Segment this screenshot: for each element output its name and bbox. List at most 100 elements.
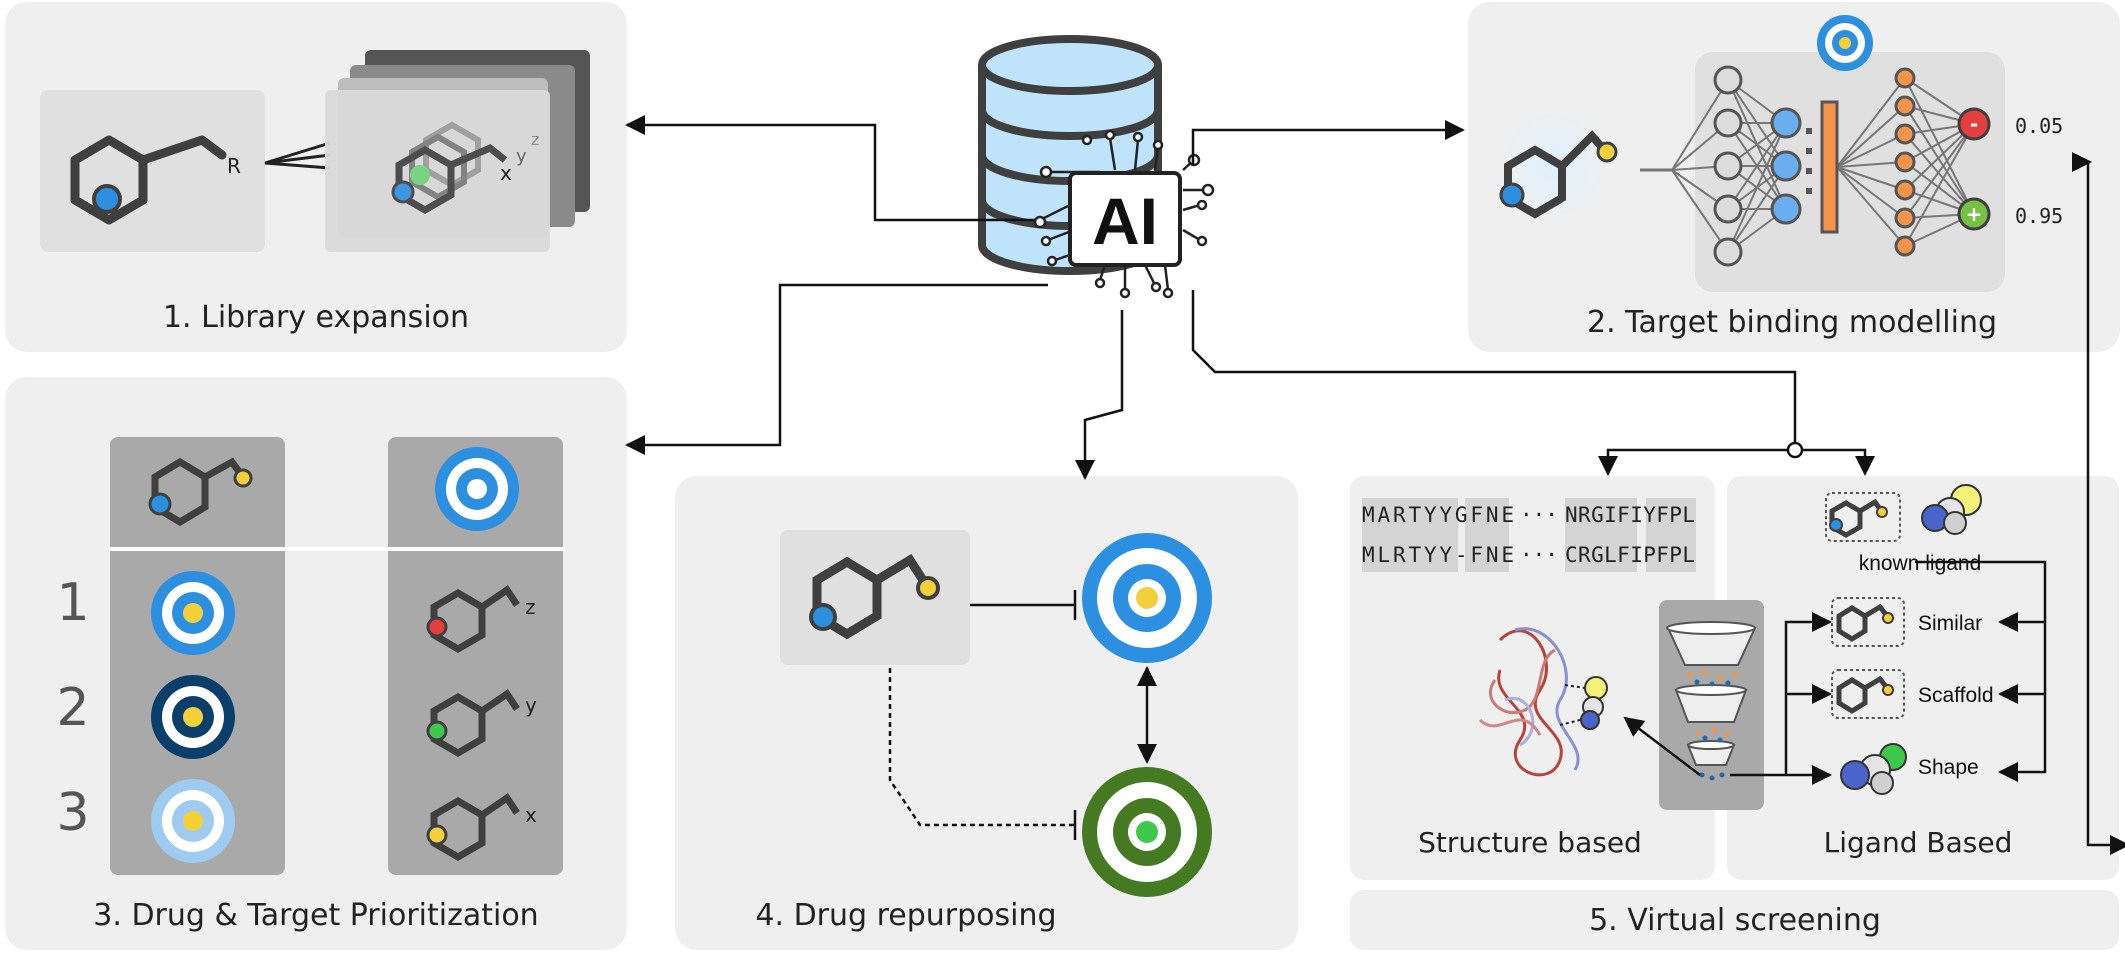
arrow-to-repurposing — [1075, 310, 1124, 480]
substituent-z: z — [525, 595, 536, 619]
drug-rank-2-icon — [426, 689, 520, 758]
panel-title-prioritization: 3. Drug & Target Prioritization — [93, 898, 538, 933]
drug-rank-3-icon — [426, 793, 520, 862]
svg-text:-: - — [1970, 112, 1978, 136]
network-edge — [1904, 123, 1975, 247]
target-rank-1 — [151, 571, 235, 655]
secondary-target-icon — [1082, 767, 1212, 897]
hidden-node — [1770, 107, 1802, 139]
output-value-positive: 0.95 — [2015, 204, 2063, 228]
network-edge — [1904, 123, 1975, 219]
input-node — [1713, 237, 1743, 267]
feedback-arrow — [2072, 152, 2125, 855]
structure-based-label: Structure based — [1418, 826, 1642, 859]
network-edge — [1836, 133, 1906, 168]
hidden-node — [1770, 150, 1802, 182]
input-node — [1713, 151, 1743, 181]
sequence-1-gap: ··· — [1520, 503, 1558, 527]
hidden-node — [1770, 193, 1802, 225]
target-binding-illustration: - + 0.05 0.95 — [1495, 15, 2063, 292]
sequence-2-right: CRGLFIPFPL — [1565, 543, 1695, 567]
input-node — [1713, 108, 1743, 138]
split-node — [1786, 441, 1804, 459]
screening-arrows — [1623, 560, 2047, 785]
arrow-to-ligand — [1795, 448, 1875, 476]
ligand-molecule-icon — [1499, 130, 1618, 219]
network-edge — [1904, 105, 1975, 215]
target-column — [388, 437, 563, 875]
similar-icon — [1831, 597, 1905, 647]
target-rank-2 — [151, 675, 235, 759]
connector-to-screening — [1191, 290, 1797, 450]
dense-node — [1894, 207, 1916, 229]
substituent-y: y — [525, 693, 537, 717]
stack-molecule-icons — [391, 121, 508, 215]
r-group-label: R — [227, 154, 241, 178]
sequence-1-right: NRGIFIYFPL — [1565, 503, 1695, 527]
network-edge — [1836, 77, 1906, 168]
scaffold-icon — [1831, 669, 1905, 719]
ai-chip-label: AI — [1092, 184, 1158, 258]
network-edge — [1904, 77, 1975, 215]
arrow-to-target — [1191, 120, 1465, 165]
attention-bar — [1820, 100, 1839, 234]
network-edge — [1836, 166, 1906, 191]
arrow-to-structure — [1598, 448, 1795, 476]
panel-title-virtual-screening: 5. Virtual screening — [1589, 903, 1881, 938]
stack-card-front — [325, 90, 550, 252]
screening-funnel — [1659, 600, 1764, 810]
dense-node — [1894, 95, 1916, 117]
arrow-to-library — [625, 115, 1035, 222]
dense-node — [1894, 235, 1916, 257]
svg-text:+: + — [1966, 202, 1983, 226]
dense-node — [1894, 67, 1916, 89]
column-divider — [110, 547, 565, 551]
network-edge — [1836, 166, 1906, 219]
target-icon — [435, 447, 519, 531]
input-node — [1713, 65, 1743, 95]
drug-molecule-icon — [809, 553, 940, 640]
target-rank-3 — [151, 779, 235, 863]
drug-rank-1-icon — [426, 585, 520, 654]
drug-molecule-icon — [148, 457, 253, 527]
known-ligand-label: known ligand — [1859, 552, 1982, 575]
panel-title-target-binding: 2. Target binding modelling — [1587, 305, 1997, 340]
network-edge — [1836, 161, 1906, 168]
stack-label-z: z — [531, 130, 539, 149]
method-shape: Shape — [1918, 756, 1979, 779]
prioritization-illustration: 1 2 3 z y x — [56, 437, 565, 875]
output-negative: - — [1957, 107, 1991, 141]
panel-title-repurposing: 4. Drug repurposing — [755, 898, 1056, 933]
drug-column — [110, 437, 285, 875]
dense-node — [1894, 123, 1916, 145]
stack-label-y: y — [516, 146, 527, 167]
known-ligand-icon — [1825, 484, 1982, 542]
network-edge — [1836, 166, 1906, 247]
arrow-to-prioritization — [625, 283, 1048, 455]
molecule-icon — [70, 135, 227, 225]
panel-structure-based — [1350, 476, 1715, 880]
network-edge — [1671, 79, 1729, 171]
ligand-based-label: Ligand Based — [1824, 826, 2013, 859]
primary-target-icon — [1082, 533, 1212, 663]
method-scaffold: Scaffold — [1918, 684, 1994, 707]
inhibition-arrows — [888, 590, 1157, 840]
network-edge — [1727, 165, 1787, 253]
stack-label-x: x — [500, 161, 512, 185]
panel-repurposing — [675, 476, 1298, 950]
network-edge — [1727, 122, 1787, 253]
network-edge — [1727, 122, 1787, 210]
network-nodes — [1713, 65, 1916, 267]
output-value-negative: 0.05 — [2015, 114, 2063, 138]
protein-structure-icon — [1478, 627, 1580, 777]
panel-title-library-expansion: 1. Library expansion — [163, 300, 469, 335]
input-node — [1713, 194, 1743, 224]
network-edge — [1904, 133, 1975, 215]
dots — [1806, 128, 1812, 194]
network-edge — [1671, 169, 1729, 253]
output-positive: + — [1957, 197, 1991, 231]
library-expansion-illustration: R x y z — [40, 50, 590, 252]
target-icon — [1817, 15, 1873, 71]
ai-chip-icon: AI — [1033, 129, 1215, 299]
rank-2: 2 — [56, 678, 89, 738]
